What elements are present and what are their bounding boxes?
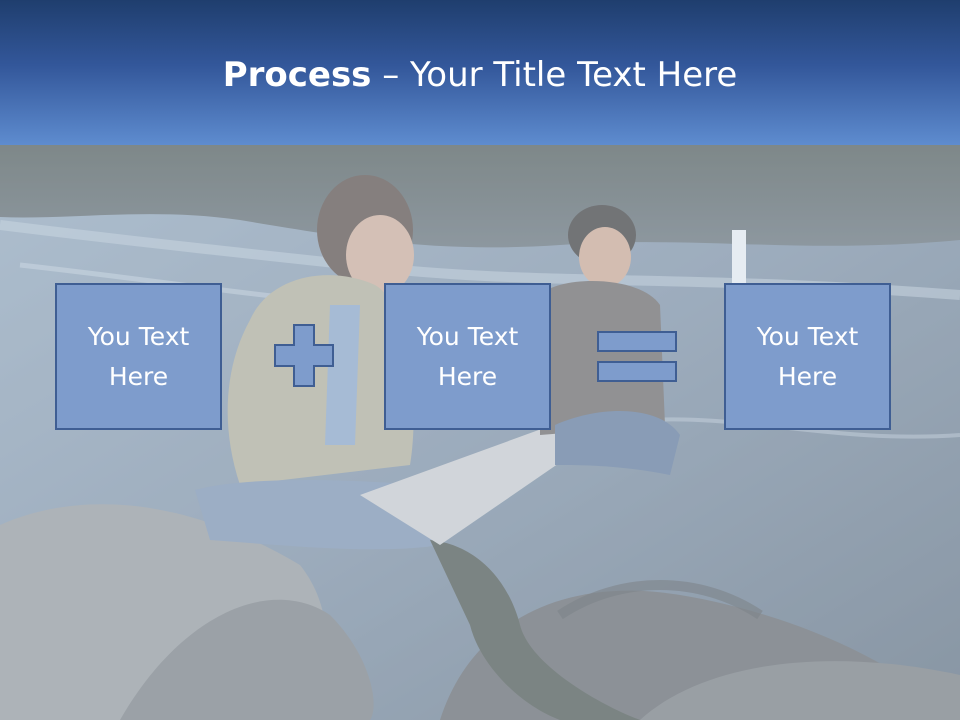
process-box-1-text: You Text Here <box>87 321 190 391</box>
process-box-3-text: You Text Here <box>756 321 859 391</box>
title-rest: – Your Title Text Here <box>371 55 738 95</box>
equals-icon <box>597 331 677 382</box>
title-bold: Process <box>222 55 372 95</box>
process-box-2-text: You Text Here <box>416 321 519 391</box>
slide-title: Process – Your Title Text Here <box>0 52 960 98</box>
process-box-3: You Text Here <box>724 283 891 430</box>
plus-icon <box>274 324 334 387</box>
process-box-2: You Text Here <box>384 283 551 430</box>
photo-tint <box>0 145 960 720</box>
process-box-1: You Text Here <box>55 283 222 430</box>
title-bar: Process – Your Title Text Here <box>0 0 960 145</box>
